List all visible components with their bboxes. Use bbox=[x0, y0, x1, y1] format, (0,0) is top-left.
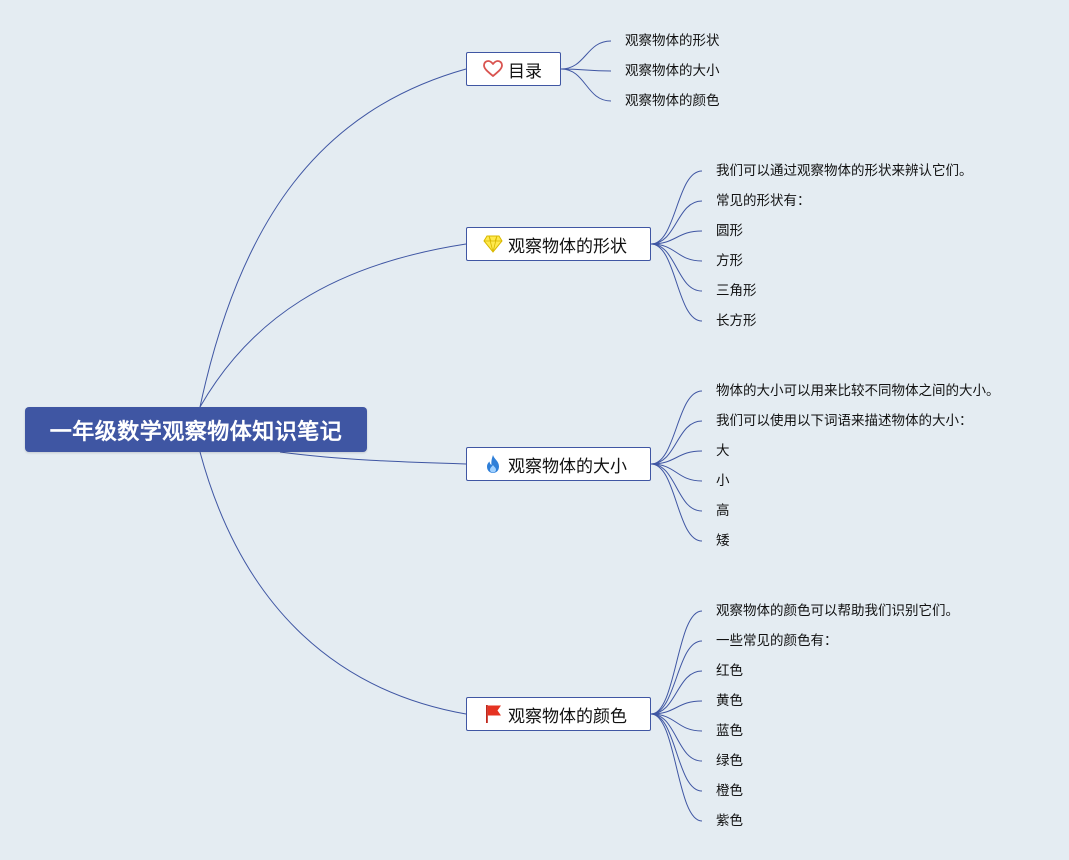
connector-shape-leaf-3 bbox=[650, 230, 703, 245]
connector-color-leaf-2 bbox=[650, 640, 703, 715]
connector-size-leaf-3 bbox=[650, 450, 703, 465]
leaf-color-7[interactable]: 橙色 bbox=[716, 783, 743, 799]
connector-color-leaf-1 bbox=[650, 610, 703, 715]
leaf-shape-2[interactable]: 常见的形状有： bbox=[716, 193, 811, 209]
leaf-color-3[interactable]: 红色 bbox=[716, 663, 743, 679]
connector-shape-leaf-5 bbox=[650, 243, 703, 292]
leaf-shape-1[interactable]: 我们可以通过观察物体的形状来辨认它们。 bbox=[716, 163, 973, 179]
branch-shape[interactable]: 观察物体的形状 bbox=[466, 227, 651, 261]
connector-size-leaf-1 bbox=[650, 390, 703, 465]
connector-shape-leaf-2 bbox=[650, 200, 703, 245]
flame-icon bbox=[483, 454, 503, 474]
connector-shape-leaf-1 bbox=[650, 170, 703, 245]
leaf-color-8[interactable]: 紫色 bbox=[716, 813, 743, 829]
leaf-size-5[interactable]: 高 bbox=[716, 503, 730, 519]
connector-color-leaf-3 bbox=[650, 670, 703, 715]
leaf-size-2[interactable]: 我们可以使用以下词语来描述物体的大小： bbox=[716, 413, 973, 429]
branch-size[interactable]: 观察物体的大小 bbox=[466, 447, 651, 481]
leaf-color-2[interactable]: 一些常见的颜色有： bbox=[716, 633, 838, 649]
connector-color-leaf-6 bbox=[650, 713, 703, 762]
leaf-color-5[interactable]: 蓝色 bbox=[716, 723, 743, 739]
connector-size-leaf-6 bbox=[650, 463, 703, 542]
leaf-contents-3[interactable]: 观察物体的颜色 bbox=[625, 93, 720, 109]
connector-contents-leaf-3 bbox=[560, 68, 612, 102]
connector-root-size bbox=[279, 451, 467, 465]
leaf-color-6[interactable]: 绿色 bbox=[716, 753, 743, 769]
connector-color-leaf-7 bbox=[650, 713, 703, 792]
heart-icon bbox=[483, 59, 503, 79]
connector-root-contents bbox=[199, 68, 467, 408]
root-topic[interactable]: 一年级数学观察物体知识笔记 bbox=[25, 407, 367, 452]
connector-color-leaf-5 bbox=[650, 713, 703, 732]
connector-root-color bbox=[199, 451, 467, 715]
connector-size-leaf-2 bbox=[650, 420, 703, 465]
branch-size-label: 观察物体的大小 bbox=[508, 456, 627, 477]
leaf-contents-2[interactable]: 观察物体的大小 bbox=[625, 63, 720, 79]
diamond-icon bbox=[483, 234, 503, 254]
flag-icon bbox=[483, 704, 503, 724]
connector-shape-leaf-4 bbox=[650, 243, 703, 262]
leaf-color-1[interactable]: 观察物体的颜色可以帮助我们识别它们。 bbox=[716, 603, 959, 619]
leaf-contents-1[interactable]: 观察物体的形状 bbox=[625, 33, 720, 49]
connector-contents-leaf-1 bbox=[560, 40, 612, 70]
branch-color[interactable]: 观察物体的颜色 bbox=[466, 697, 651, 731]
branch-color-label: 观察物体的颜色 bbox=[508, 706, 627, 727]
root-topic-label: 一年级数学观察物体知识笔记 bbox=[49, 419, 343, 445]
connector-size-leaf-5 bbox=[650, 463, 703, 512]
leaf-shape-6[interactable]: 长方形 bbox=[716, 313, 757, 329]
connector-color-leaf-8 bbox=[650, 713, 703, 822]
branch-contents[interactable]: 目录 bbox=[466, 52, 561, 86]
connector-contents-leaf-2 bbox=[560, 68, 612, 72]
connector-shape-leaf-6 bbox=[650, 243, 703, 322]
leaf-shape-5[interactable]: 三角形 bbox=[716, 283, 757, 299]
connector-color-leaf-4 bbox=[650, 700, 703, 715]
connector-root-shape bbox=[199, 243, 467, 408]
leaf-size-4[interactable]: 小 bbox=[716, 473, 730, 489]
branch-contents-label: 目录 bbox=[508, 61, 542, 82]
leaf-shape-4[interactable]: 方形 bbox=[716, 253, 743, 269]
leaf-size-6[interactable]: 矮 bbox=[716, 533, 730, 549]
leaf-color-4[interactable]: 黄色 bbox=[716, 693, 743, 709]
leaf-shape-3[interactable]: 圆形 bbox=[716, 223, 743, 239]
leaf-size-1[interactable]: 物体的大小可以用来比较不同物体之间的大小。 bbox=[716, 383, 1000, 399]
connector-size-leaf-4 bbox=[650, 463, 703, 482]
leaf-size-3[interactable]: 大 bbox=[716, 443, 730, 459]
branch-shape-label: 观察物体的形状 bbox=[508, 236, 627, 257]
